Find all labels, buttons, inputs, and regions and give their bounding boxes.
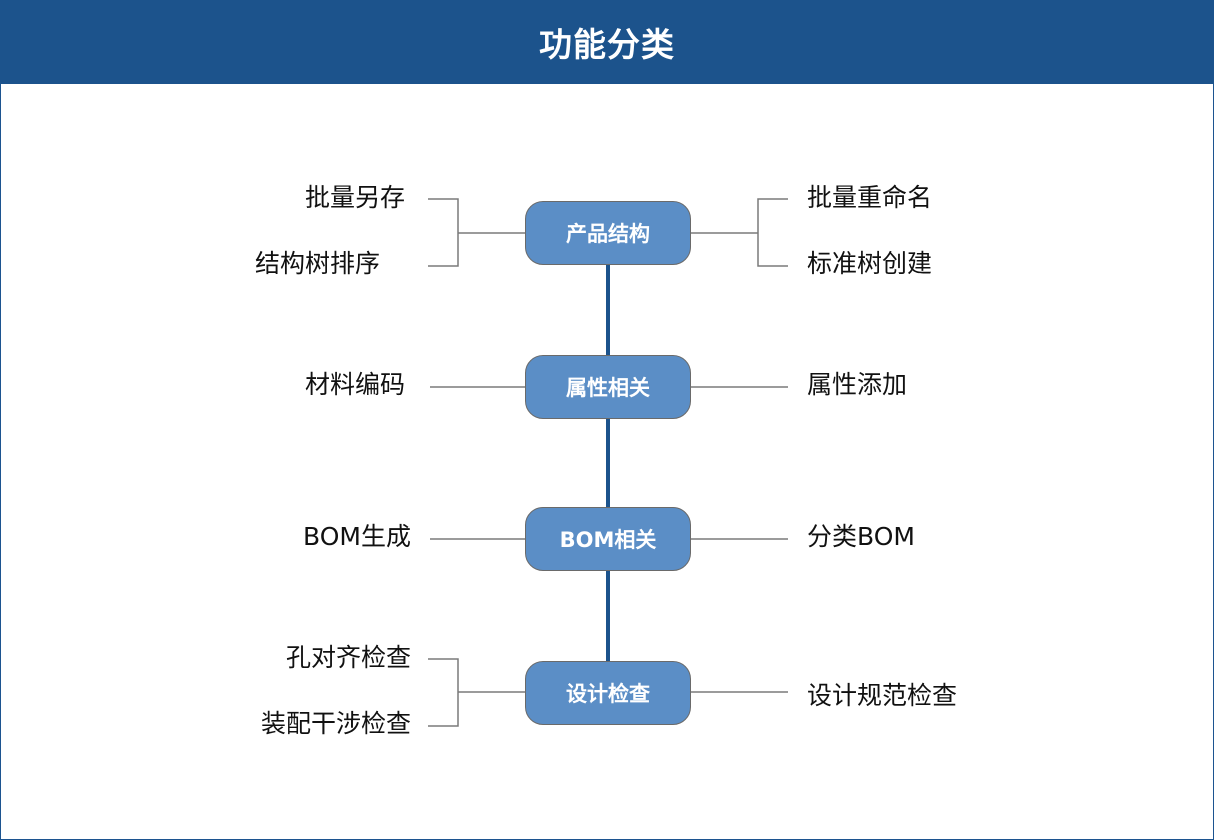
bracket-right-product-structure	[691, 198, 788, 267]
right-item-label: 标准树创建	[807, 249, 933, 278]
bracket-left-product-structure	[428, 198, 525, 267]
page-title: 功能分类	[539, 25, 675, 64]
right-item-label: 属性添加	[807, 370, 908, 399]
right-item-label: 分类BOM	[807, 522, 915, 551]
category-node-design-check: 设计检查	[525, 661, 691, 725]
category-node-bom: BOM相关	[525, 507, 691, 571]
left-item-label: 结构树排序	[255, 249, 381, 278]
category-node-attributes: 属性相关	[525, 355, 691, 419]
header-bar: 功能分类	[0, 0, 1214, 84]
bracket-left-design-check	[428, 658, 525, 727]
left-item-label: 批量另存	[304, 183, 405, 212]
left-item-label: 孔对齐检查	[285, 643, 411, 672]
left-item-label: BOM生成	[303, 522, 411, 551]
left-item-label: 装配干涉检查	[260, 709, 411, 738]
right-item-label: 设计规范检查	[807, 681, 958, 710]
category-node-product-structure: 产品结构	[525, 201, 691, 265]
right-item-label: 批量重命名	[807, 183, 933, 212]
left-item-label: 材料编码	[304, 370, 405, 399]
